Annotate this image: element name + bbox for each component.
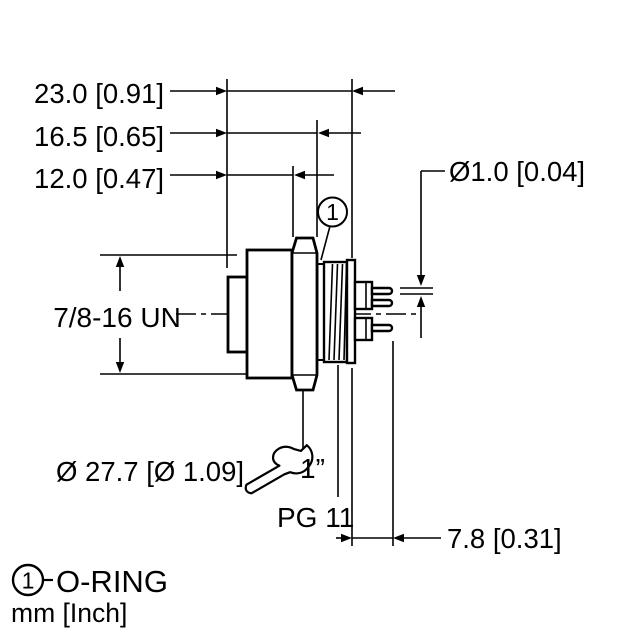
label-pin-diameter: Ø1.0 [0.04] <box>449 156 585 187</box>
dim-to-oring <box>170 128 361 138</box>
leader-lines <box>302 225 339 497</box>
legend-callout-label: O-RING <box>56 564 168 599</box>
mating-face <box>226 275 249 354</box>
label-overall-length: 23.0 [0.91] <box>34 78 164 109</box>
pin-2 <box>370 298 394 308</box>
dim-coupling-thread <box>100 254 246 375</box>
coupling-body <box>245 248 294 380</box>
label-to-oring: 16.5 [0.65] <box>34 121 164 152</box>
label-coupling-thread: 7/8-16 UN <box>53 302 181 333</box>
legend-callout-circle <box>11 563 45 597</box>
pin-base-bottom <box>353 316 374 342</box>
label-mount-thread: PG 11 <box>277 502 354 533</box>
solder-pins <box>353 280 394 342</box>
units-note: mm [Inch] <box>11 598 127 628</box>
callout-number: 1 <box>326 199 339 225</box>
mounting-face <box>345 258 357 365</box>
legend: 1 O-RING mm [Inch] <box>11 563 168 628</box>
pin-3 <box>370 323 394 333</box>
dim-overall-length <box>170 86 395 96</box>
oring-callout: 1 <box>317 196 348 228</box>
legend-callout-number: 1 <box>22 568 35 594</box>
oring-callout-leader <box>320 225 331 261</box>
pin-base-top <box>353 280 374 311</box>
extension-lines <box>226 79 394 546</box>
label-body-length: 12.0 [0.47] <box>34 163 164 194</box>
hex-flange <box>290 236 319 392</box>
dim-body-length <box>170 170 334 180</box>
label-wrench-size: 1” <box>300 453 325 484</box>
wrench-icon <box>244 444 314 495</box>
pin-1 <box>370 286 394 296</box>
label-hex-flats: Ø 27.7 [Ø 1.09] <box>56 456 244 487</box>
label-pin-length: 7.8 [0.31] <box>447 523 562 554</box>
dim-pin-diameter <box>400 170 445 338</box>
dim-pin-length <box>336 533 441 543</box>
connector-outline <box>226 236 357 392</box>
